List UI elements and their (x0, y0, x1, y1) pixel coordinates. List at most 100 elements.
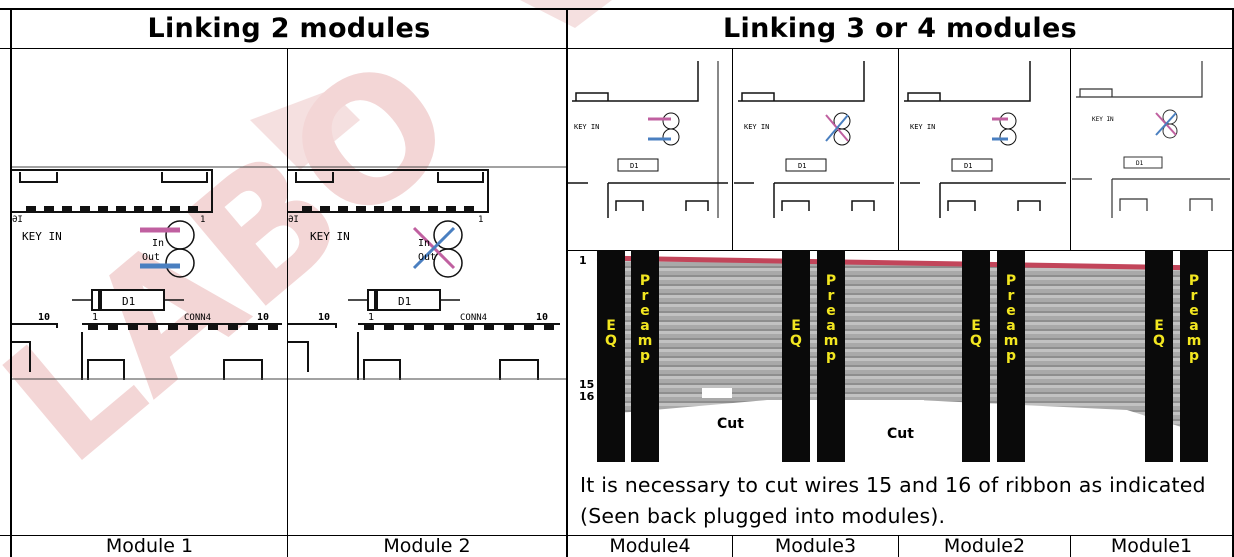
svg-text:KEY IN: KEY IN (744, 123, 769, 131)
cut-instruction-note: It is necessary to cut wires 15 and 16 o… (580, 473, 1206, 528)
wire-1-label: 1 (579, 254, 587, 267)
col-divider-r3 (1070, 48, 1071, 250)
eq-letter: Q (790, 333, 802, 349)
conn4-label: CONN4 (460, 313, 487, 323)
col-divider-r1 (732, 48, 733, 250)
thumb-module-1: KEY IN D1 (1072, 61, 1230, 218)
footer-divider (0, 535, 1234, 536)
footer-module-2: Module2 (943, 535, 1026, 557)
thumb-module-2: KEY IN D1 (900, 61, 1066, 218)
eq-connector (962, 250, 990, 462)
in-label: In (152, 238, 164, 249)
svg-text:KEY IN: KEY IN (574, 123, 599, 131)
diode-label: D1 (122, 295, 135, 308)
preamp-letter: e (1189, 303, 1199, 319)
col-divider-left (287, 48, 288, 557)
out-label: Out (418, 252, 436, 263)
in-label: In (418, 238, 430, 249)
cut-label-1: Cut (717, 416, 744, 432)
svg-text:D1: D1 (630, 162, 638, 170)
preamp-letter: m (1004, 333, 1019, 349)
footer-module-1-left: Module 1 (105, 535, 194, 557)
table-border-right (1232, 8, 1234, 557)
key-in-label: KEY IN (22, 230, 62, 243)
cut-label-2: Cut (887, 426, 914, 442)
conn4-label: CONN4 (184, 313, 211, 323)
foot-divider-r2 (898, 535, 899, 557)
preamp-letter: r (642, 288, 649, 304)
conn-pin-10-left: 10 (318, 312, 330, 323)
pin-1-label: 1 (200, 215, 205, 225)
eq-letter: Q (970, 333, 982, 349)
wire-15-label: 15 (579, 378, 594, 391)
out-label: Out (142, 252, 160, 263)
diode-label: D1 (398, 295, 411, 308)
header-linking-2: Linking 2 modules (147, 13, 431, 44)
col-divider-main (566, 8, 568, 557)
preamp-letter: a (826, 318, 835, 334)
preamp-letter: P (640, 273, 650, 289)
eq-letter: E (971, 318, 981, 334)
header-divider (0, 48, 1234, 49)
conn-pin-1: 1 (92, 312, 98, 323)
conn-pin-1: 1 (368, 312, 374, 323)
preamp-letter: a (640, 318, 649, 334)
preamp-connector (631, 250, 659, 462)
footer-module-4: Module4 (609, 535, 691, 557)
thumb-module-4: KEY IN D1 (568, 61, 728, 218)
svg-text:KEY IN: KEY IN (910, 123, 935, 131)
conn-pin-10-right: 10 (257, 312, 269, 323)
preamp-letter: m (1187, 333, 1202, 349)
preamp-letter: p (1189, 348, 1199, 364)
conn-pin-10-right: 10 (536, 312, 548, 323)
footer-module-2-left: Module 2 (383, 535, 471, 557)
footer-module-3: Module3 (774, 535, 857, 557)
footer-module-1: Module1 (1110, 535, 1193, 557)
header-linking-3-4: Linking 3 or 4 modules (723, 13, 1077, 44)
svg-text:KEY IN: KEY IN (1092, 116, 1114, 123)
eq-letter: E (791, 318, 801, 334)
preamp-letter: e (640, 303, 650, 319)
conn-pin-10-left: 10 (38, 312, 50, 323)
preamp-connector (1180, 250, 1208, 462)
preamp-letter: e (826, 303, 836, 319)
preamp-letter: a (1189, 318, 1198, 334)
circuit-module-1: ƏI 1 KEY IN In Out D1 10 1 CONN4 10 (12, 166, 287, 380)
svg-text:D1: D1 (964, 162, 972, 170)
preamp-letter: p (826, 348, 836, 364)
ribbon-top-divider (567, 250, 1232, 251)
preamp-letter: P (1189, 273, 1199, 289)
eq-letter: E (606, 318, 616, 334)
col-divider-r2 (898, 48, 899, 250)
preamp-connector (817, 250, 845, 462)
svg-text:D1: D1 (798, 162, 806, 170)
eq-letter: Q (605, 333, 617, 349)
preamp-letter: p (1006, 348, 1016, 364)
preamp-letter: m (824, 333, 839, 349)
preamp-letter: p (640, 348, 650, 364)
eq-connector (782, 250, 810, 462)
foot-divider-r1 (732, 535, 733, 557)
table-border-left (10, 8, 12, 557)
wire-16-label: 16 (579, 390, 595, 403)
eq-letter: E (1154, 318, 1164, 334)
preamp-letter: e (1006, 303, 1016, 319)
svg-text:ƏI: ƏI (12, 215, 23, 225)
pin-1-label: 1 (478, 215, 483, 225)
svg-text:ƏI: ƏI (288, 215, 299, 225)
foot-divider-r3 (1070, 535, 1071, 557)
preamp-letter: r (1191, 288, 1198, 304)
preamp-letter: a (1006, 318, 1015, 334)
preamp-connector (997, 250, 1025, 462)
ribbon-cable: 1 15 16 Cut Cut EQPreampEQPreampEQPreamp… (579, 250, 1208, 462)
key-in-label: KEY IN (310, 230, 350, 243)
preamp-letter: P (826, 273, 836, 289)
eq-connector (1145, 250, 1173, 462)
preamp-letter: r (1008, 288, 1015, 304)
circuit-module-2: ƏI 1 KEY IN In Out D1 10 1 CONN4 10 (288, 166, 566, 380)
table-border-top (0, 8, 1234, 10)
thumb-module-3: KEY IN D1 (734, 61, 894, 218)
preamp-letter: m (638, 333, 653, 349)
preamp-letter: P (1006, 273, 1016, 289)
eq-connector (597, 250, 625, 462)
